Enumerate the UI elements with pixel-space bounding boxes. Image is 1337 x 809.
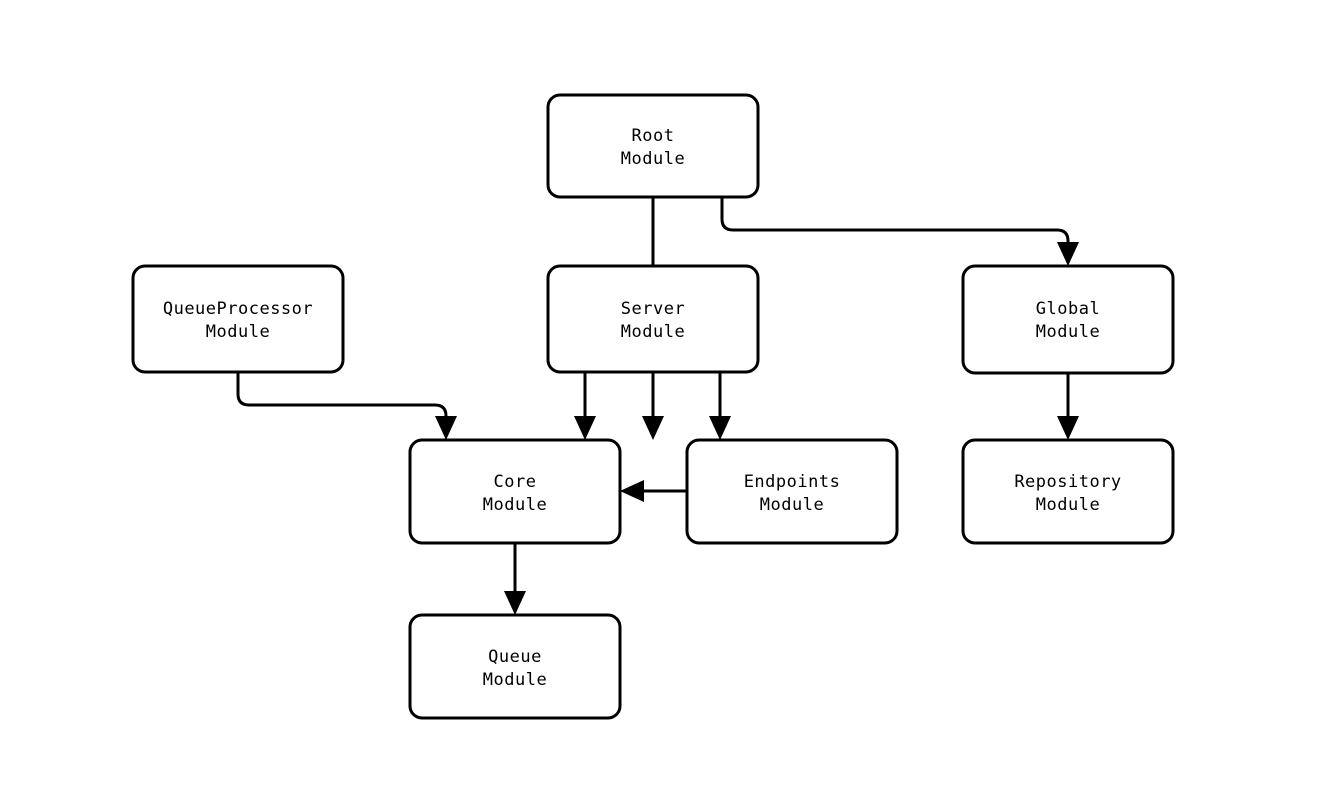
node-core-module[interactable]: Core Module — [408, 438, 622, 545]
node-global-module-label-line1: Global — [1036, 299, 1100, 319]
node-queue-module-label-line1: Queue — [488, 647, 542, 667]
node-queueprocessor-module-box[interactable] — [131, 264, 345, 374]
edge-server-core — [574, 372, 596, 440]
node-global-module[interactable]: Global Module — [961, 264, 1175, 375]
edge-global-repository-arrowhead — [1057, 416, 1079, 440]
node-repository-module[interactable]: Repository Module — [961, 438, 1175, 545]
node-server-module-box[interactable] — [546, 264, 760, 374]
node-global-module-label-line2: Module — [1036, 322, 1100, 342]
edge-server-endpoints — [709, 372, 731, 440]
edge-server-core-arrowhead — [574, 416, 596, 440]
node-server-module-label-line2: Module — [621, 322, 685, 342]
node-root-module[interactable]: Root Module — [546, 93, 760, 199]
edge-endpoints-core — [620, 480, 687, 502]
edge-root-global — [720, 197, 1079, 266]
node-endpoints-module-label-line2: Module — [760, 495, 824, 515]
node-global-module-box[interactable] — [961, 264, 1175, 375]
edge-core-queue — [504, 543, 526, 615]
edge-queueprocessor-core — [236, 372, 457, 440]
node-queue-module[interactable]: Queue Module — [408, 613, 622, 720]
node-server-module-label-line1: Server — [621, 299, 685, 319]
edge-root-server-arrowhead — [642, 416, 664, 440]
node-queueprocessor-module-label-line2: Module — [206, 322, 270, 342]
edge-global-repository — [1057, 373, 1079, 440]
edge-root-global-line — [720, 197, 1070, 251]
edge-queueprocessor-core-line — [236, 372, 448, 425]
node-endpoints-module-box[interactable] — [685, 438, 899, 545]
node-endpoints-module-label-line1: Endpoints — [744, 472, 841, 492]
node-repository-module-box[interactable] — [961, 438, 1175, 545]
node-root-module-label-line1: Root — [632, 126, 675, 146]
node-queueprocessor-module-label-line1: QueueProcessor — [163, 299, 313, 319]
node-queue-module-box[interactable] — [408, 613, 622, 720]
node-repository-module-label-line1: Repository — [1014, 472, 1121, 492]
edge-queueprocessor-core-arrowhead — [435, 416, 457, 440]
edge-layer — [236, 197, 1079, 615]
node-server-module[interactable]: Server Module — [546, 264, 760, 374]
edge-root-global-arrowhead — [1057, 242, 1079, 266]
edge-endpoints-core-arrowhead — [620, 480, 644, 502]
node-core-module-box[interactable] — [408, 438, 622, 545]
node-repository-module-label-line2: Module — [1036, 495, 1100, 515]
edge-server-endpoints-arrowhead — [709, 416, 731, 440]
node-root-module-label-line2: Module — [621, 149, 685, 169]
node-layer: Root Module QueueProcessor Module Server… — [131, 93, 1175, 720]
node-core-module-label-line2: Module — [483, 495, 547, 515]
node-queueprocessor-module[interactable]: QueueProcessor Module — [131, 264, 345, 374]
node-endpoints-module[interactable]: Endpoints Module — [685, 438, 899, 545]
node-core-module-label-line1: Core — [494, 472, 537, 492]
node-root-module-box[interactable] — [546, 93, 760, 199]
edge-core-queue-arrowhead — [504, 591, 526, 615]
node-queue-module-label-line2: Module — [483, 670, 547, 690]
